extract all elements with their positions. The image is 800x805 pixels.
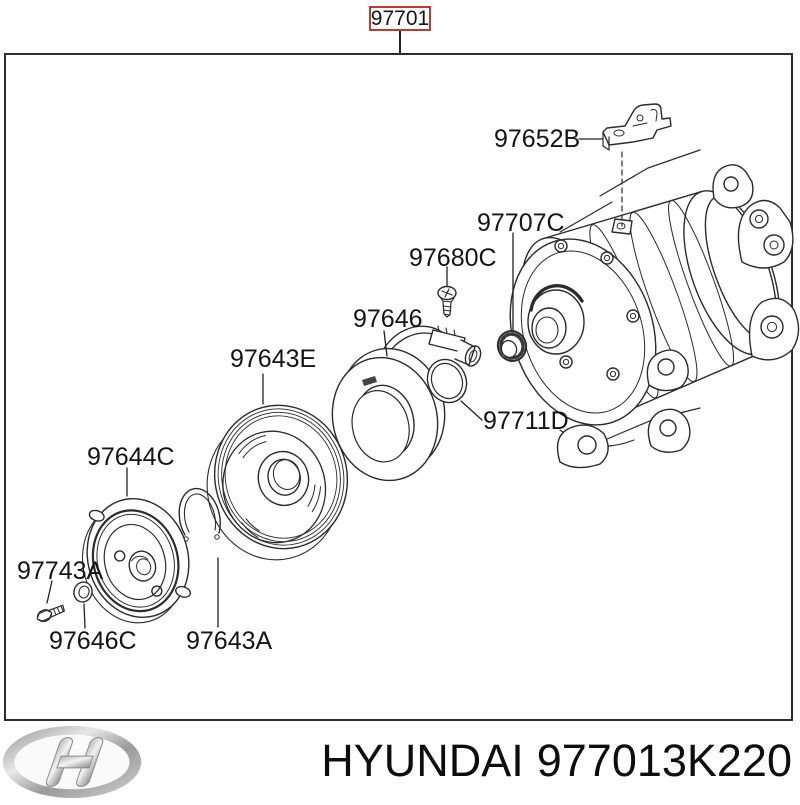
part-label-97707c: 97707C: [477, 209, 565, 237]
brand-name: HYUNDAI: [321, 735, 524, 786]
part-label-97743a: 97743A: [17, 557, 104, 585]
part-label-97711d: 97711D: [483, 407, 569, 435]
catalog-part-number: 977013K220: [536, 735, 792, 786]
part-label-97680c: 97680C: [409, 244, 497, 272]
part-label-97643a: 97643A: [186, 627, 273, 655]
part-label-97646: 97646: [353, 305, 423, 333]
part-label-97646c: 97646C: [49, 627, 137, 655]
selected-part-ref-box[interactable]: 97701: [369, 6, 431, 31]
part-label-97643e: 97643E: [230, 345, 317, 373]
ref-connector-line: [399, 31, 401, 53]
hyundai-logo-icon: [0, 724, 148, 800]
part-label-97652b: 97652B: [494, 125, 581, 153]
selected-part-number: 97701: [370, 6, 430, 30]
part-label-97644c: 97644C: [87, 443, 175, 471]
diagram-frame: [4, 53, 793, 721]
footer-caption: HYUNDAI 977013K220: [321, 735, 792, 787]
